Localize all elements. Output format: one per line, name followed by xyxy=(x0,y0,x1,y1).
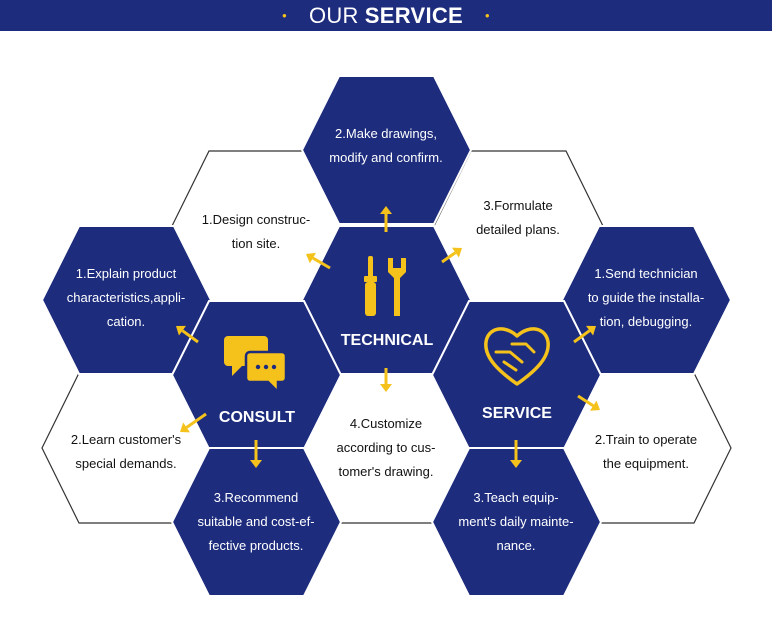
arrow-service-to-teach xyxy=(510,440,522,468)
text-explain-product: 1.Explain product characteristics,appli-… xyxy=(66,266,186,329)
hex-service-hub xyxy=(430,300,603,450)
hex-recommend xyxy=(170,447,343,597)
hub-label-technical: TECHNICAL xyxy=(340,332,434,349)
arrow-consult-to-explain xyxy=(176,325,199,344)
arrow-technical-to-plans xyxy=(441,247,462,264)
title-dot-right: • xyxy=(485,8,490,23)
tools-icon xyxy=(364,256,406,316)
heart-handshake-icon xyxy=(484,327,550,386)
text-design-site: 1.Design construc- tion site. xyxy=(201,212,311,251)
text-customize: 4.Customize according to cus- tomer's dr… xyxy=(336,416,436,479)
chat-bubbles-icon xyxy=(224,336,288,396)
arrow-technical-to-drawings xyxy=(380,206,392,232)
arrow-technical-to-design xyxy=(306,252,331,270)
arrow-service-to-technician xyxy=(573,325,596,344)
text-send-technician: 1.Send technician to guide the installa-… xyxy=(587,266,705,329)
text-make-drawings: 2.Make drawings, modify and confirm. xyxy=(329,126,443,165)
arrow-technical-to-customize xyxy=(380,368,392,392)
title-dot-left: • xyxy=(282,8,287,23)
arrow-service-to-train xyxy=(577,394,600,411)
title-bold: SERVICE xyxy=(364,2,464,28)
arrow-consult-to-learn xyxy=(180,412,207,433)
page-title: • OUR SERVICE • xyxy=(0,0,772,31)
text-formulate-plans: 3.Formulate detailed plans. xyxy=(476,198,560,237)
header-banner xyxy=(0,0,772,31)
text-teach: 3.Teach equip- ment's daily mainte- nanc… xyxy=(458,490,574,553)
title-regular: OUR xyxy=(308,2,359,28)
hub-label-consult: CONSULT xyxy=(218,409,296,426)
hex-teach xyxy=(430,447,603,597)
text-learn-demands: 2.Learn customer's special demands. xyxy=(70,432,182,471)
arrow-consult-to-recommend xyxy=(250,440,262,468)
text-train: 2.Train to operate the equipment. xyxy=(594,432,698,471)
text-recommend: 3.Recommend suitable and cost-ef- fectiv… xyxy=(197,490,315,553)
hex-make-drawings xyxy=(300,75,473,225)
hub-label-service: SERVICE xyxy=(482,405,552,422)
